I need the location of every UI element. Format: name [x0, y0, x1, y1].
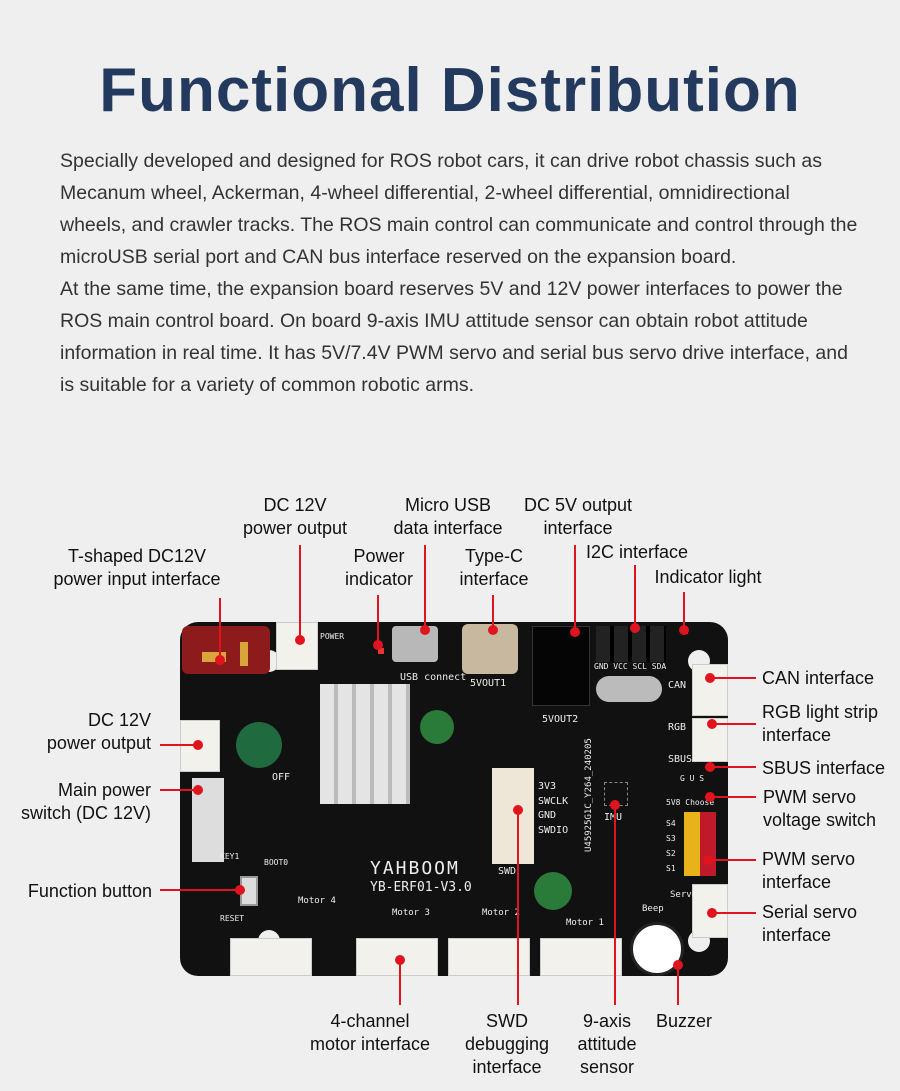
pwm-signal-pins — [684, 812, 700, 876]
silk-boot: BOOT0 — [264, 858, 289, 867]
can-connector — [692, 664, 728, 716]
silk-swd: SWD — [498, 866, 517, 877]
brand-logo: YAHBOOM — [370, 858, 460, 879]
swd-connector — [492, 768, 534, 864]
silk-imu: IMU — [604, 812, 622, 823]
capacitor — [236, 722, 282, 768]
silk-power: POWER — [320, 632, 345, 641]
capacitor — [420, 710, 454, 744]
heatsink — [320, 684, 410, 804]
silk-vout2: 5VOUT2 — [542, 714, 579, 725]
crystal — [596, 676, 662, 702]
description: Specially developed and designed for ROS… — [60, 145, 860, 401]
silk-can: CAN — [668, 680, 687, 691]
board-model: YB-ERF01-V3.0 — [370, 880, 472, 895]
label-sbus: SBUS interface — [762, 758, 886, 778]
page-title: Functional Distribution — [99, 56, 801, 125]
label-i2c: I2C interface — [585, 542, 689, 562]
silk-rgb: RGB — [668, 722, 687, 733]
silk-motor3: Motor 3 — [392, 908, 430, 918]
silk-reset: RESET — [220, 914, 245, 923]
silk-motor1: Motor 1 — [566, 918, 604, 928]
label-indicator-light: Indicator light — [654, 567, 762, 587]
silk-key: KEY1 — [220, 852, 240, 861]
silk-choose: 5V8 Choose — [666, 798, 715, 807]
silk-motor4: Motor 4 — [298, 896, 336, 906]
silk-off: OFF — [272, 772, 291, 783]
dc12-output-connector — [276, 622, 318, 670]
t-connector — [182, 626, 270, 674]
motor1-connector — [540, 938, 622, 976]
silk-motor2: Motor 2 — [482, 908, 520, 918]
label-function-button: Function button — [27, 881, 152, 901]
capacitor — [534, 872, 572, 910]
silk-sbus: SBUS — [668, 754, 693, 765]
expansion-board: USB connect 5VOUT1 5VOUT2 GND VCC SCL SD… — [180, 622, 728, 976]
silk-serial: U45925G1C_Y264_240205 — [584, 738, 594, 852]
power-led — [378, 648, 384, 654]
silk-servo: Servo — [670, 890, 698, 900]
silk-beep: Beep — [642, 904, 664, 914]
motor4-connector — [230, 938, 312, 976]
silk-gus: G U S — [680, 774, 705, 783]
pwm-power-pins — [700, 812, 716, 876]
description-paragraph-1: Specially developed and designed for ROS… — [60, 150, 858, 268]
silk-usb: USB connect — [400, 672, 467, 683]
micro-usb-port — [392, 626, 438, 662]
silk-i2c: GND VCC SCL SDA — [594, 662, 667, 671]
dc5v-jack — [532, 626, 590, 706]
label-buzzer: Buzzer — [655, 1011, 713, 1031]
description-paragraph-2: At the same time, the expansion board re… — [60, 278, 848, 396]
label-can: CAN interface — [762, 668, 875, 688]
silk-vout1: 5VOUT1 — [470, 678, 507, 689]
motor2-connector — [448, 938, 530, 976]
